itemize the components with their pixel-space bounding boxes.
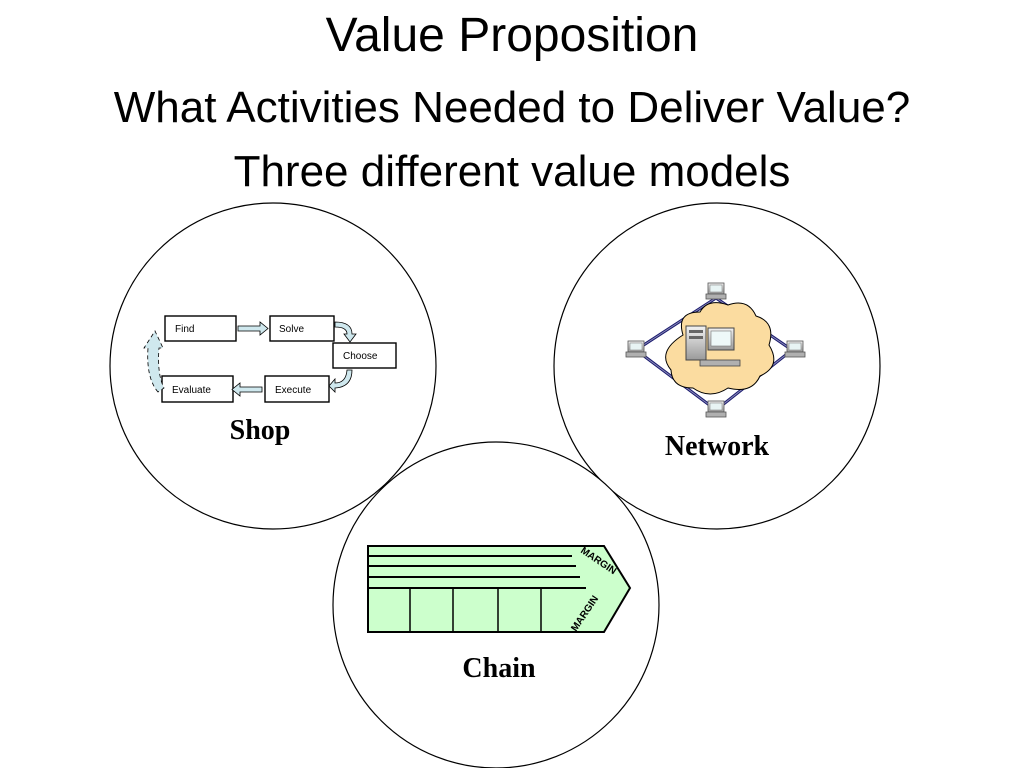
shop-circle	[109, 202, 437, 530]
chain-label: Chain	[462, 653, 536, 684]
shop-step-find-box	[164, 315, 237, 342]
server-icon	[685, 325, 741, 367]
execute-to-evaluate-arrow	[231, 382, 263, 397]
evaluate-to-find-arrow	[143, 330, 165, 393]
shop-step-solve-box	[269, 315, 335, 342]
shop-step-execute-box	[264, 375, 330, 403]
support-activity-lines	[368, 555, 586, 589]
shop-label: Shop	[230, 415, 291, 446]
network-label: Network	[665, 431, 770, 462]
slide-subtitle: What Activities Needed to Deliver Value?	[113, 83, 911, 132]
choose-to-execute-arrow	[328, 369, 353, 393]
slide-title: Value Proposition	[325, 9, 699, 62]
shop-model: Find Solve Choose Execute Evaluate Shop	[109, 202, 437, 530]
shop-step-choose-box	[332, 342, 397, 369]
shop-step-execute: Execute	[275, 385, 312, 396]
computer-icon-bottom	[705, 400, 727, 418]
shop-step-find: Find	[175, 324, 194, 335]
shop-step-solve: Solve	[279, 324, 304, 335]
chain-model: MARGIN MARGIN Chain	[332, 441, 660, 768]
network-model: Network	[553, 202, 881, 530]
shop-step-evaluate: Evaluate	[172, 385, 211, 396]
computer-icon-right	[784, 340, 806, 358]
find-to-solve-arrow	[237, 321, 269, 336]
slide-subtitle-models: Three different value models	[233, 147, 791, 196]
computer-icon-left	[625, 340, 647, 358]
shop-step-evaluate-box	[161, 375, 234, 403]
primary-activity-dividers	[409, 588, 542, 632]
shop-step-choose: Choose	[343, 351, 378, 362]
computer-icon-top	[705, 282, 727, 300]
solve-to-choose-arrow	[334, 321, 357, 343]
